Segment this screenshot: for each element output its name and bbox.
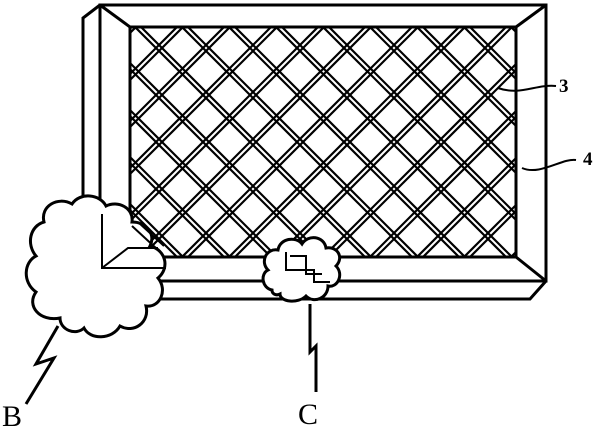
mesh-strand-diag-b-12 bbox=[416, 156, 516, 257]
mesh-strand-diag-a-14 bbox=[510, 27, 516, 34]
mesh-ref-label: 3 bbox=[559, 76, 569, 97]
detail-callout-c bbox=[261, 236, 342, 392]
frame-ref-label: 4 bbox=[583, 149, 593, 170]
mesh-strand-diag-b-15 bbox=[558, 27, 600, 257]
mesh-strand-diag-b-13 bbox=[469, 209, 516, 257]
detail-c-step-shape bbox=[285, 252, 330, 283]
mesh-strand-diag-b-4 bbox=[130, 27, 272, 170]
mesh-strand-diag-b-9 bbox=[281, 27, 513, 257]
mesh-strand-diag-a-12 bbox=[416, 27, 516, 128]
mesh-strand-diag-b-11 bbox=[375, 115, 516, 257]
detail-c-step-inner bbox=[290, 255, 322, 275]
mesh-strand-diag-b-7 bbox=[187, 27, 419, 257]
mesh-strand-diag-b-6 bbox=[134, 27, 366, 257]
detail-b-corner-inner bbox=[101, 247, 158, 269]
mesh-strand-diag-a-3 bbox=[130, 161, 225, 257]
detail-b-label: B bbox=[2, 400, 22, 433]
mesh-strand-diag-a-15 bbox=[558, 27, 600, 257]
mesh-strand-diag-b-3 bbox=[130, 27, 225, 123]
mesh-ref-leader bbox=[497, 84, 557, 92]
detail-c-label: C bbox=[298, 398, 318, 431]
mesh-strand-diag-b-2 bbox=[130, 27, 184, 82]
mesh-strand-diag-b-14 bbox=[510, 250, 516, 257]
mesh-strand-diag-b-12 bbox=[422, 162, 516, 257]
detail-c-leader bbox=[308, 304, 318, 392]
mesh-strand-diag-a-3 bbox=[130, 155, 231, 257]
mesh-strand-diag-b-2 bbox=[130, 27, 178, 76]
mesh-strand-diag-b-15 bbox=[564, 27, 600, 257]
frame-ref-leader bbox=[521, 158, 577, 171]
frame-bevel-tl bbox=[99, 3, 131, 29]
mesh-strand-diag-a-13 bbox=[463, 27, 516, 81]
lattice-mesh bbox=[130, 27, 600, 257]
mesh-strand-diag-b-14 bbox=[517, 27, 600, 257]
mesh-strand-diag-a-2 bbox=[130, 208, 178, 257]
mesh-strand-diag-b-7 bbox=[181, 27, 413, 257]
frame-bottom-face bbox=[83, 280, 548, 301]
mesh-strand-diag-a-14 bbox=[517, 27, 600, 257]
mesh-strand-diag-a-12 bbox=[422, 27, 516, 122]
mesh-strand-diag-b-13 bbox=[463, 203, 516, 257]
frame-bevel-tr bbox=[515, 3, 547, 29]
mesh-strand-diag-b-5 bbox=[130, 27, 319, 217]
detail-b-leader bbox=[24, 325, 60, 405]
detail-cloud-b bbox=[24, 194, 167, 339]
mesh-strand-diag-b-3 bbox=[130, 27, 231, 129]
mesh-strand-diag-b-10 bbox=[322, 62, 516, 257]
mesh-strand-diag-a-2 bbox=[130, 202, 184, 257]
mesh-strand-diag-b-8 bbox=[234, 27, 466, 257]
mesh-strand-diag-a-13 bbox=[469, 27, 516, 75]
mesh-strand-diag-b-9 bbox=[275, 27, 507, 257]
frame-bevel-br bbox=[515, 255, 547, 283]
detail-b-mesh-1 bbox=[131, 225, 159, 251]
mesh-strand-diag-b-6 bbox=[140, 27, 372, 257]
mesh-strand-diag-b-8 bbox=[228, 27, 460, 257]
mesh-strand-diag-a-15 bbox=[564, 27, 600, 257]
detail-b-mesh-2 bbox=[137, 221, 165, 247]
mesh-strand-diag-b-10 bbox=[328, 68, 516, 257]
mesh-strand-diag-b-11 bbox=[369, 109, 516, 257]
mesh-strand-diag-b-4 bbox=[130, 27, 278, 176]
detail-callout-b bbox=[24, 194, 167, 405]
